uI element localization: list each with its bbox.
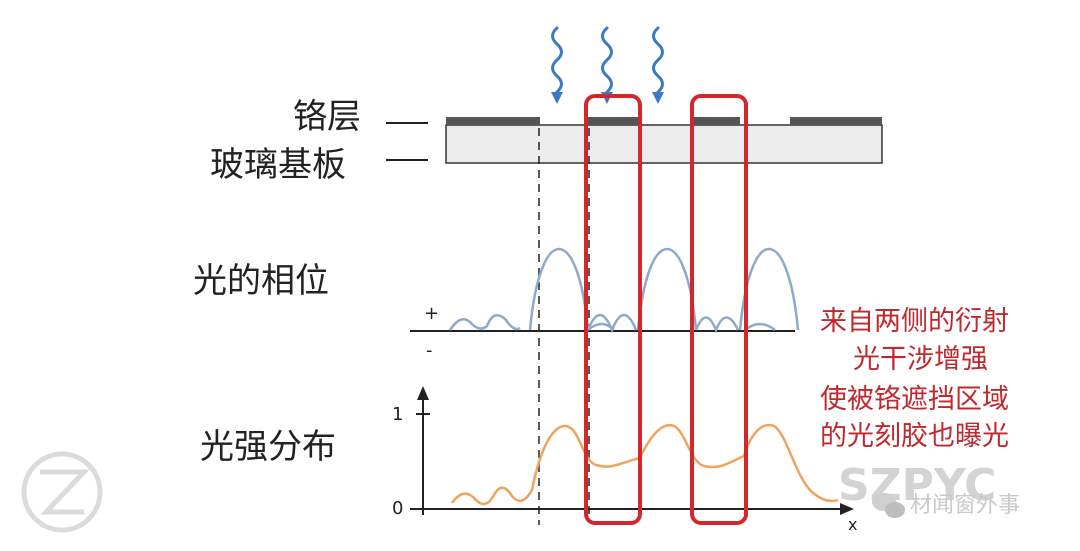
- intensity-distribution-label: 光强分布: [200, 427, 336, 467]
- light-phase-label: 光的相位: [193, 261, 329, 301]
- logo-swirl: [40, 469, 90, 515]
- chrome-segment: [446, 117, 540, 125]
- intensity-curve: [450, 423, 839, 506]
- highlight-box: [690, 94, 748, 525]
- wavy-down-arrow-icon: [652, 26, 664, 94]
- annotation: 来自两侧的衍射 光干涉增强 使被铬遮挡区域 的光刻胶也曝光: [820, 306, 1009, 452]
- x-axis-arrow: [840, 503, 854, 515]
- chrome-segment: [694, 117, 740, 125]
- glass-substrate: [445, 124, 883, 164]
- incident-light: [551, 26, 664, 104]
- glass-substrate-label: 玻璃基板: [210, 145, 346, 185]
- wechat-bubble: [885, 502, 905, 518]
- y-tick-label-0: 0: [392, 498, 403, 519]
- swirl-logo-icon: [21, 451, 103, 533]
- source-watermark: 材闻窗外事: [910, 493, 1020, 518]
- phase-plus-mark: +: [424, 303, 439, 324]
- chrome-layer: [446, 117, 882, 125]
- annotation-line-1: 来自两侧的衍射: [820, 306, 1009, 337]
- annotation-line-2: 光干涉增强: [853, 344, 988, 375]
- phase-curves: [448, 247, 800, 334]
- logo-ring: [21, 451, 103, 533]
- chrome-segment: [588, 117, 640, 125]
- annotation-line-3: 使被铬遮挡区域: [820, 384, 1009, 415]
- phase-minus-mark: -: [426, 340, 433, 361]
- x-axis-label: x: [848, 515, 857, 534]
- y-tick-label-1: 1: [392, 404, 403, 425]
- highlight-boxes: [584, 94, 748, 525]
- chrome-segment: [790, 117, 882, 125]
- wavy-down-arrow-icon: [601, 26, 613, 94]
- arrow-head: [652, 92, 664, 104]
- annotation-line-4: 的光刻胶也曝光: [820, 421, 1009, 452]
- highlight-box: [584, 94, 642, 525]
- arrow-head: [551, 92, 563, 104]
- brand-watermark: SZPYC: [838, 460, 996, 511]
- phase-curve-small: [586, 313, 776, 334]
- y-axis-arrow: [417, 386, 429, 400]
- wechat-icon: [872, 493, 905, 518]
- phase-curve-large: [448, 247, 800, 331]
- chrome-layer-label: 铬层: [293, 97, 361, 137]
- wavy-down-arrow-icon: [551, 26, 563, 94]
